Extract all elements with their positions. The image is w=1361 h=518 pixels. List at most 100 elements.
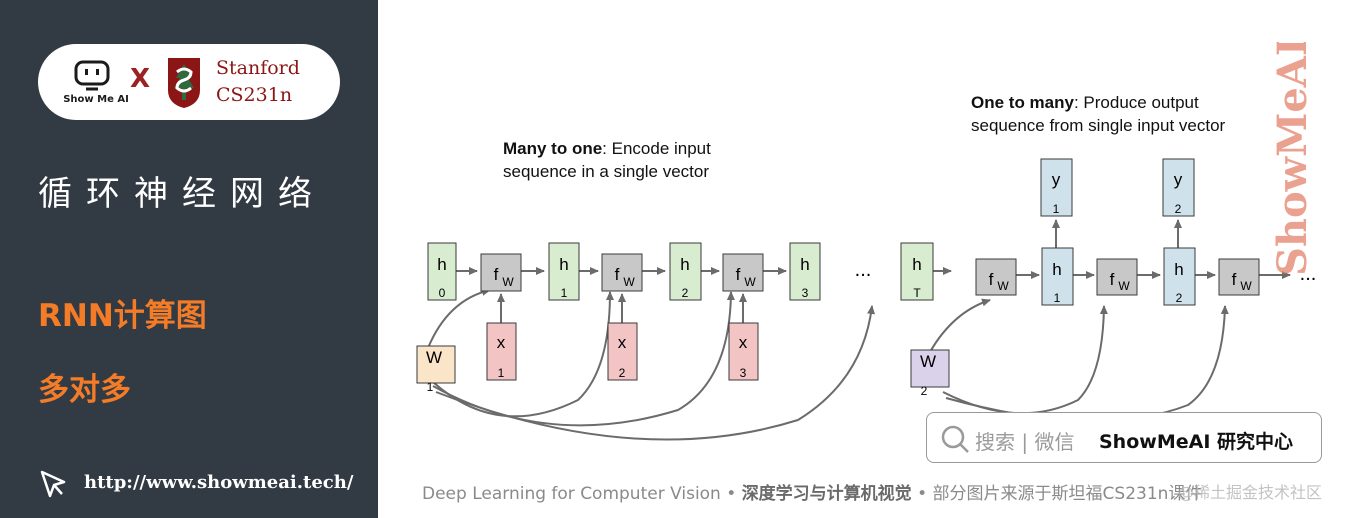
h-node: h 1 <box>548 242 580 301</box>
topic-title: RNN计算图 <box>38 298 207 334</box>
f-node-sub: W <box>744 275 756 289</box>
x-node-sub: 3 <box>740 366 747 380</box>
footer: Deep Learning for Computer Vision • 深度学习… <box>422 479 1202 504</box>
h-node: h 2 <box>1163 247 1196 306</box>
footer-sep: • <box>917 484 928 504</box>
one-to-many-desc: : Produce output <box>1073 93 1199 112</box>
many-to-one-caption: Many to one: Encode input sequence in a … <box>503 137 711 183</box>
w-node-sub: 1 <box>427 380 434 394</box>
h-node-label: h <box>1174 260 1183 279</box>
y-node-label: y <box>1174 170 1183 189</box>
search-label: 搜索 | 微信 <box>975 430 1075 454</box>
robot-logo-icon <box>74 60 110 91</box>
site-url-link[interactable]: http://www.showmeai.tech/ <box>84 472 354 493</box>
ellipsis-right: ... <box>1300 263 1317 285</box>
h-node-label: h <box>912 255 921 274</box>
watermark-credit: @稀土掘金技术社区 <box>1178 483 1323 502</box>
f-node-label: f <box>989 270 994 289</box>
w-node-sub: 2 <box>921 384 928 398</box>
w-node-label: W <box>920 352 936 371</box>
h-node-label: h <box>680 255 689 274</box>
x-node-label: x <box>497 333 506 352</box>
stanford-tree-icon <box>168 58 200 108</box>
f-node: f W <box>722 253 764 292</box>
y-node: y 2 <box>1162 158 1195 217</box>
one-to-many-line2: sequence from single input vector <box>971 116 1226 135</box>
f-node-label: f <box>494 265 499 284</box>
one-to-many-title: One to many <box>971 93 1074 112</box>
h-node-sub: T <box>913 286 921 300</box>
f-node: f W <box>1218 258 1260 296</box>
x-node: x 2 <box>607 322 638 381</box>
x-node-label: x <box>618 333 627 352</box>
logo-badge: Show Me AI X Stanford CS231n <box>38 44 340 120</box>
f-node-sub: W <box>1240 279 1252 293</box>
chain-arrows-right <box>929 219 1291 422</box>
f-node: f W <box>601 253 643 292</box>
y-node-sub: 1 <box>1053 202 1060 216</box>
stanford-label: Stanford <box>216 57 300 79</box>
h-node: h T <box>900 242 934 301</box>
y-node-sub: 2 <box>1175 202 1182 216</box>
f-node: f W <box>1096 258 1138 296</box>
one-to-many-caption: One to many: Produce output sequence fro… <box>971 91 1225 137</box>
f-node: f W <box>480 253 522 292</box>
many-to-one-desc: : Encode input <box>602 139 711 158</box>
h-node-label: h <box>800 255 809 274</box>
cursor-icon <box>40 470 66 498</box>
brand-name: Show Me AI <box>63 94 129 105</box>
f-node-label: f <box>736 265 741 284</box>
h-node-label: h <box>1052 260 1061 279</box>
h-node-sub: 2 <box>1176 291 1183 305</box>
many-to-one-title: Many to one <box>503 139 603 158</box>
h-node-sub: 0 <box>439 286 446 300</box>
h-node-sub: 3 <box>802 286 809 300</box>
course-label: CS231n <box>216 84 293 106</box>
h-node-sub: 2 <box>682 286 689 300</box>
h-node-sub: 1 <box>561 286 568 300</box>
h-node: h 3 <box>789 242 821 301</box>
sub-topic-title: 多对多 <box>38 372 131 408</box>
footer-course-en: Deep Learning for Computer Vision <box>422 484 721 504</box>
chain-arrows-left <box>427 267 952 441</box>
f-node: f W <box>975 258 1017 296</box>
footer-source: 部分图片来源于斯坦福CS231n课件 <box>932 484 1203 504</box>
w-node: W 1 <box>416 345 456 394</box>
section-title: 循环神经网络 <box>38 174 326 214</box>
footer-sep: • <box>726 484 737 504</box>
diagram-area: h 0 h 1 h 2 h 3 h T ... f W <box>378 0 1361 518</box>
ellipsis-left: ... <box>855 259 872 281</box>
y-node: y 1 <box>1040 158 1073 217</box>
h-node: h 1 <box>1041 247 1074 306</box>
f-node-sub: W <box>502 275 514 289</box>
f-node-sub: W <box>1118 279 1130 293</box>
f-node-label: f <box>615 265 620 284</box>
f-node-label: f <box>1232 270 1237 289</box>
h-node: h 2 <box>669 242 702 301</box>
many-to-one-line2: sequence in a single vector <box>503 162 710 181</box>
h-node-sub: 1 <box>1054 291 1061 305</box>
wechat-search-box[interactable]: 搜索 | 微信 ShowMeAI 研究中心 <box>926 412 1322 463</box>
x-node: x 3 <box>728 322 759 381</box>
x-node: x 1 <box>486 322 517 381</box>
footer-course-cn: 深度学习与计算机视觉 <box>741 484 912 504</box>
logo-separator-x: X <box>130 64 151 94</box>
w-node-label: W <box>426 348 442 367</box>
search-icon <box>941 425 969 453</box>
showmeai-watermark-vertical: ShowMeAI <box>1272 42 1316 276</box>
watermark-vertical-text: ShowMeAI <box>1272 42 1316 276</box>
search-account-name: ShowMeAI 研究中心 <box>1099 431 1293 453</box>
f-node-sub: W <box>623 275 635 289</box>
x-node-label: x <box>739 333 748 352</box>
x-node-sub: 2 <box>619 366 626 380</box>
h-node-label: h <box>437 255 446 274</box>
y-node-label: y <box>1052 170 1061 189</box>
h-node-label: h <box>559 255 568 274</box>
x-node-sub: 1 <box>498 366 505 380</box>
f-node-label: f <box>1110 270 1115 289</box>
rnn-computation-graph: h 0 h 1 h 2 h 3 h T ... f W <box>416 158 1317 441</box>
f-node-sub: W <box>997 279 1009 293</box>
w-node: W 2 <box>910 349 950 398</box>
h-node: h 0 <box>427 242 457 301</box>
sidebar-panel: Show Me AI X Stanford CS231n 循环神经网络 RNN计… <box>0 0 378 518</box>
